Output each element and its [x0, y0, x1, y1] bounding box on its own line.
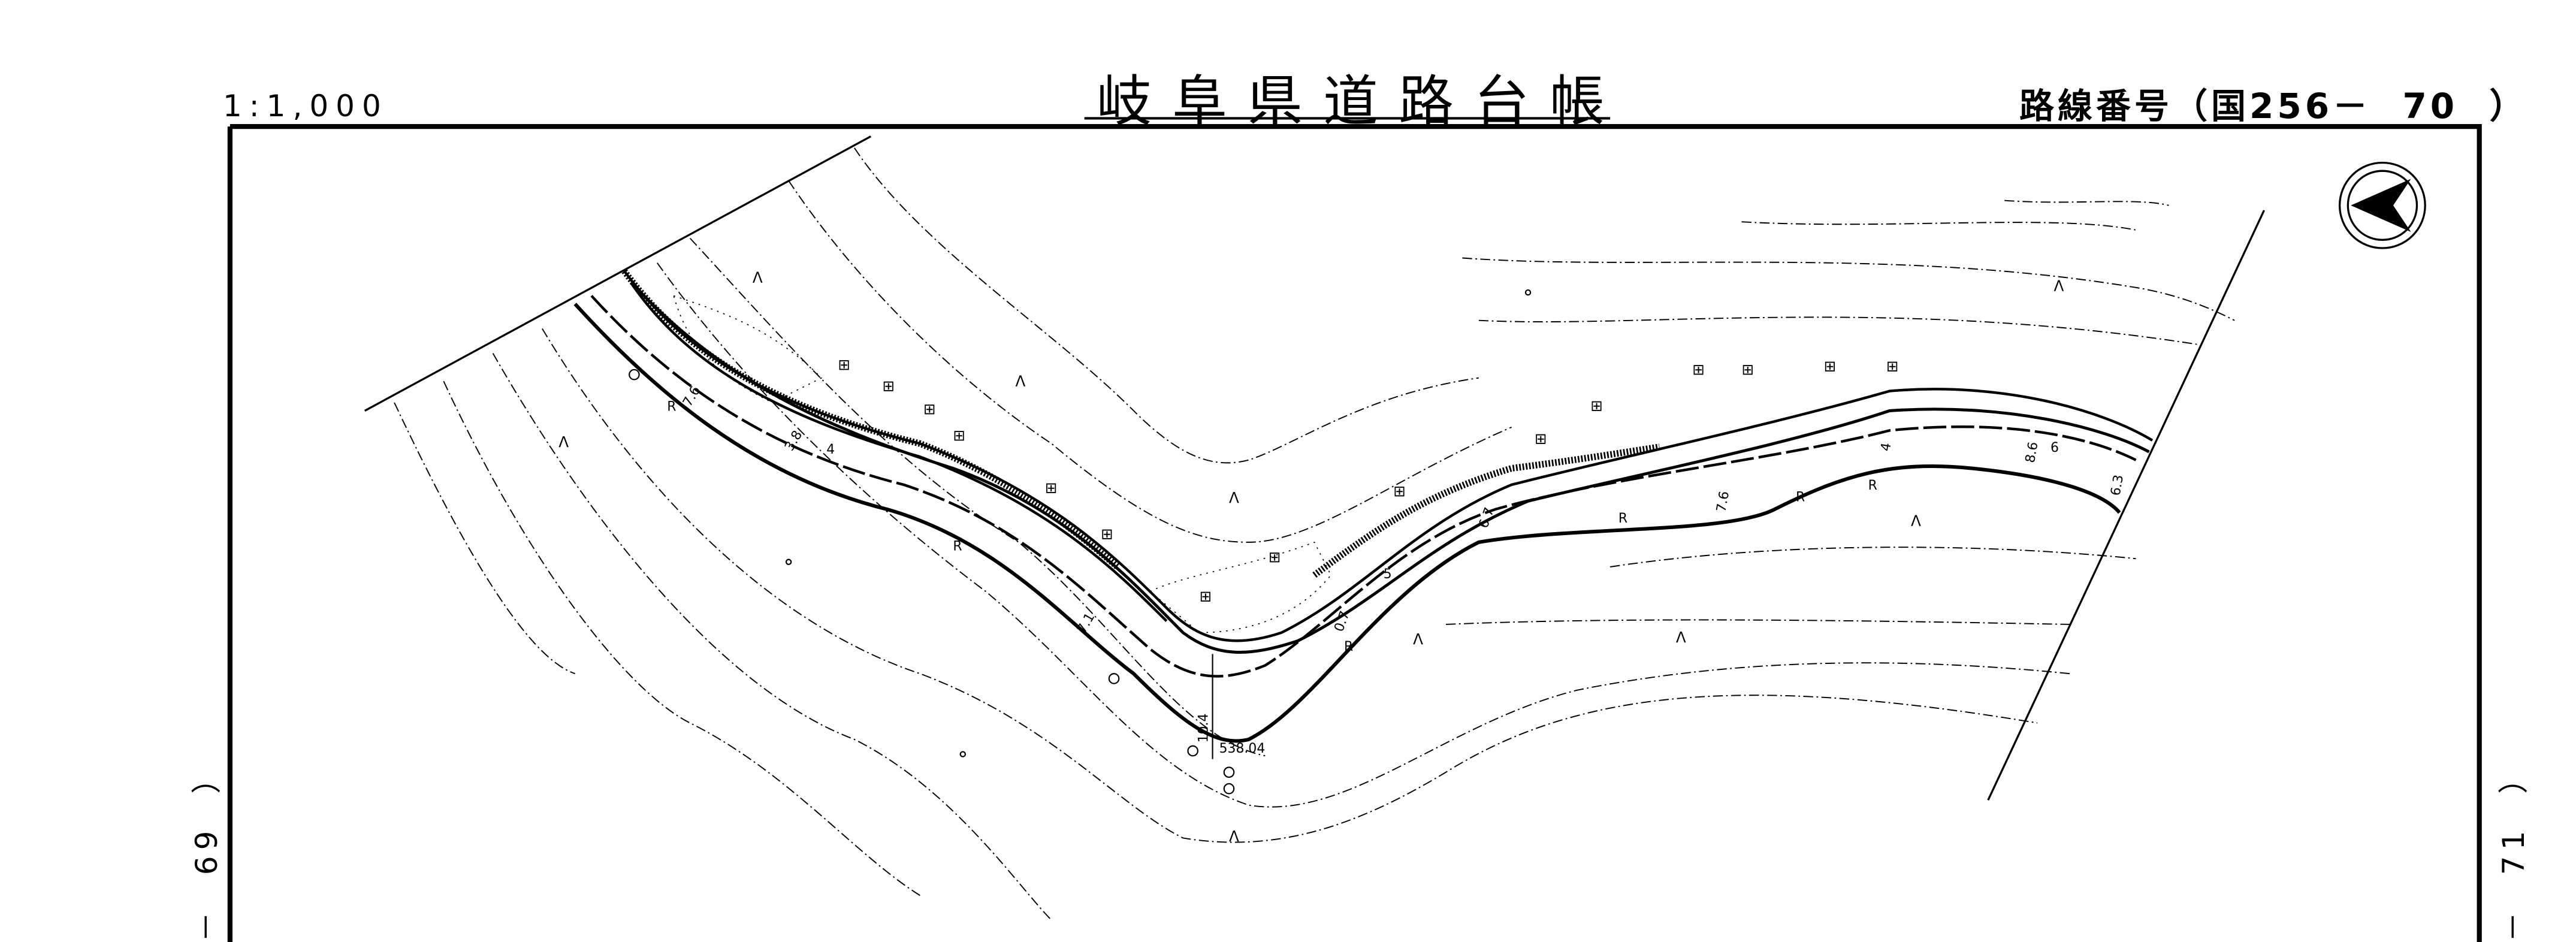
width-label: 7.1 [1074, 611, 1098, 636]
page-title: 岐阜県道路台帳 [1097, 70, 1626, 134]
svg-text:⊞: ⊞ [1742, 361, 1754, 378]
retaining-wall [1312, 443, 1660, 578]
width-label: 8.6 [2023, 441, 2042, 464]
retaining-wall [621, 269, 1120, 570]
svg-text:⊞: ⊞ [1045, 479, 1058, 497]
svg-text:⊞: ⊞ [1269, 548, 1281, 566]
sheet-boundary-left [364, 135, 872, 412]
width-label: 10.4 [1196, 714, 1211, 743]
width-label: 5 [1384, 567, 1392, 582]
svg-text:Λ: Λ [2054, 277, 2064, 294]
road-symbol: R [1618, 511, 1627, 526]
road-symbol: R [953, 539, 962, 554]
width-label: 6.3 [2108, 473, 2127, 497]
road-edges [573, 270, 2154, 743]
fill-area [1149, 541, 1331, 633]
route-number: 路線番号（国256－ 70 ） [2019, 86, 2528, 126]
survey-point-symbols [629, 289, 1532, 795]
svg-text:⊞: ⊞ [1200, 588, 1212, 605]
width-label: 6.7 [1476, 506, 1497, 530]
map-frame [227, 124, 2482, 942]
map-scale: 1:1,000 [223, 89, 388, 123]
elevation-label: 538.04 [1219, 741, 1266, 756]
svg-text:Λ: Λ [1413, 630, 1423, 648]
svg-text:⊞: ⊞ [1886, 358, 1899, 375]
north-arrow-icon [2338, 161, 2426, 249]
road-symbol: R [1868, 478, 1877, 493]
svg-text:⊞: ⊞ [838, 356, 850, 373]
svg-text:⊞: ⊞ [953, 427, 965, 444]
contour-lines [394, 147, 2235, 921]
width-label: 6 [2050, 440, 2059, 455]
svg-text:Λ: Λ [1229, 489, 1239, 506]
road-symbol: R [667, 400, 676, 415]
svg-text:⊞: ⊞ [1101, 525, 1113, 542]
svg-text:⊞: ⊞ [1535, 430, 1547, 447]
road-symbol: R [1796, 490, 1805, 505]
svg-text:⊞: ⊞ [1393, 482, 1406, 500]
svg-text:Λ: Λ [1016, 372, 1026, 390]
svg-text:⊞: ⊞ [1824, 358, 1837, 375]
vegetation-symbols: Λ Λ Λ Λ Λ Λ Λ Λ Λ ⊞ ⊞ ⊞ ⊞ ⊞ ⊞ ⊞ ⊞ ⊞ ⊞ ⊞ ⊞ ⊞ ⊞ ⊞ [558, 269, 2064, 845]
road-symbol: R [1344, 639, 1353, 654]
width-label: 4 [826, 442, 835, 457]
svg-text:⊞: ⊞ [882, 378, 895, 395]
svg-text:Λ: Λ [558, 433, 569, 451]
width-label: 7.6 [1714, 490, 1732, 514]
fill-area [672, 295, 823, 403]
svg-text:Λ: Λ [1911, 512, 1921, 529]
sheet-boundary-right [1987, 210, 2265, 801]
svg-text:⊞: ⊞ [1590, 397, 1603, 415]
svg-text:Λ: Λ [1676, 629, 1686, 646]
svg-text:Λ: Λ [1229, 828, 1239, 845]
svg-text:⊞: ⊞ [923, 400, 936, 418]
width-label: 4 [1879, 442, 1895, 452]
svg-text:Λ: Λ [753, 269, 763, 286]
svg-text:⊞: ⊞ [1692, 361, 1705, 378]
